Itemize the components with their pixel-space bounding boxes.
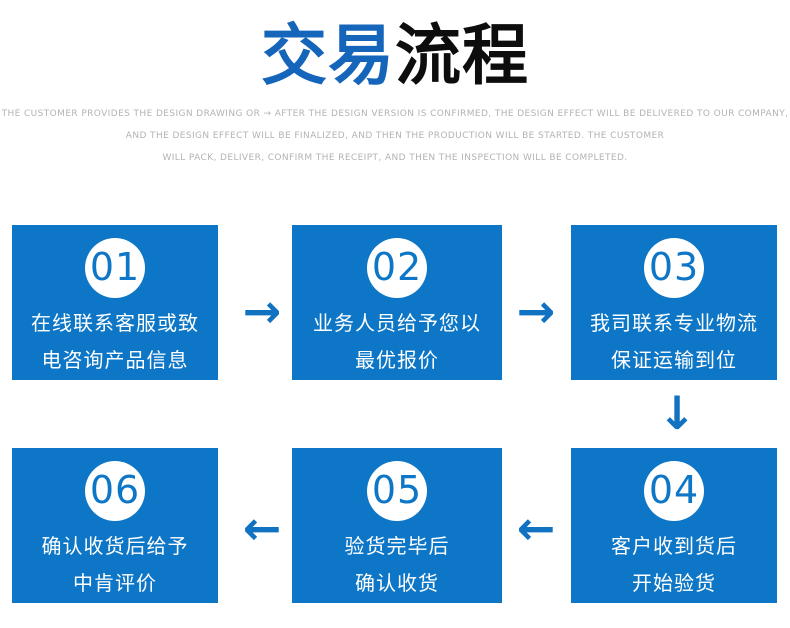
step-card-02: 02 业务人员给予您以 最优报价	[292, 225, 502, 380]
step-card-05: 05 验货完毕后 确认收货	[292, 448, 502, 603]
step-02-line-1: 业务人员给予您以	[313, 311, 481, 335]
step-card-01: 01 在线联系客服或致 电咨询产品信息	[12, 225, 218, 380]
step-01-line-2: 电咨询产品信息	[41, 348, 189, 372]
step-03-line-1: 我司联系专业物流	[590, 311, 758, 335]
subtitle-line-1: THE CUSTOMER PROVIDES THE DESIGN DRAWING…	[1, 109, 789, 120]
step-04-number: 04	[648, 468, 700, 512]
step-06-text: 确认收货后给予 中肯评价	[42, 528, 189, 602]
step-card-03: 03 我司联系专业物流 保证运输到位	[571, 225, 777, 380]
arrow-left-icon: ←	[242, 501, 282, 555]
step-03-text: 我司联系专业物流 保证运输到位	[590, 305, 758, 379]
step-06-line-1: 确认收货后给予	[41, 534, 189, 558]
step-05-number-badge: 05	[367, 461, 427, 521]
arrow-right-icon: →	[516, 284, 556, 338]
step-04-line-2: 开始验货	[632, 571, 716, 595]
step-04-line-1: 客户收到货后	[611, 534, 737, 558]
step-05-number: 05	[371, 468, 423, 512]
subtitle: THE CUSTOMER PROVIDES THE DESIGN DRAWING…	[0, 103, 790, 169]
step-05-text: 验货完毕后 确认收货	[345, 528, 450, 602]
step-01-number: 01	[89, 245, 141, 289]
arrow-left-icon: ←	[516, 501, 556, 555]
page-title-blue-part: 交易	[261, 17, 395, 94]
step-02-number-badge: 02	[367, 238, 427, 298]
arrow-right-icon: →	[242, 284, 282, 338]
step-01-line-1: 在线联系客服或致	[31, 311, 199, 335]
step-02-line-2: 最优报价	[355, 348, 439, 372]
page-title-black-part: 流程	[395, 17, 529, 94]
step-02-number: 02	[371, 245, 423, 289]
step-03-line-2: 保证运输到位	[611, 348, 737, 372]
subtitle-line-2: AND THE DESIGN EFFECT WILL BE FINALIZED,…	[125, 131, 665, 142]
step-05-line-2: 确认收货	[355, 571, 439, 595]
step-card-06: 06 确认收货后给予 中肯评价	[12, 448, 218, 603]
subtitle-line-3: WILL PACK, DELIVER, CONFIRM THE RECEIPT,…	[162, 153, 628, 164]
step-card-04: 04 客户收到货后 开始验货	[571, 448, 777, 603]
step-06-number: 06	[89, 468, 141, 512]
step-05-line-1: 验货完毕后	[344, 534, 450, 558]
page-title: 交易流程	[0, 16, 790, 95]
step-06-number-badge: 06	[85, 461, 145, 521]
step-04-number-badge: 04	[644, 461, 704, 521]
arrow-down-icon: ↓	[657, 386, 697, 440]
process-flow-diagram: 01 在线联系客服或致 电咨询产品信息 → 02 业务人员给予您以 最优报价 →…	[0, 16, 790, 628]
step-02-text: 业务人员给予您以 最优报价	[313, 305, 481, 379]
step-03-number-badge: 03	[644, 238, 704, 298]
step-04-text: 客户收到货后 开始验货	[611, 528, 737, 602]
step-01-number-badge: 01	[85, 238, 145, 298]
step-01-text: 在线联系客服或致 电咨询产品信息	[31, 305, 199, 379]
step-03-number: 03	[648, 245, 700, 289]
step-06-line-2: 中肯评价	[73, 571, 157, 595]
